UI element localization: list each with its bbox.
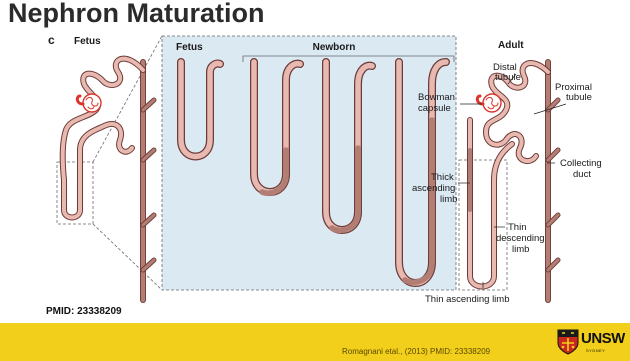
panel-letter: c <box>48 33 55 47</box>
label-fetus-left: Fetus <box>74 36 101 47</box>
label-collecting-duct-1: Collecting <box>560 158 602 169</box>
label-fetus-zoom: Fetus <box>176 42 203 53</box>
fetal-nephron-left <box>63 59 154 300</box>
label-thick-ascending-2: ascending <box>412 183 455 194</box>
logo-subtext: SYDNEY <box>586 348 605 353</box>
citation: Romagnani etal., (2013) PMID: 23338209 <box>342 347 490 356</box>
unsw-logo: UNSW SYDNEY <box>557 327 625 357</box>
label-adult: Adult <box>498 40 524 51</box>
adult-nephron <box>470 62 558 300</box>
label-bowman-capsule-2: capsule <box>418 103 451 114</box>
label-thin-descending-3: limb <box>512 244 529 255</box>
label-bowman-capsule-1: Bowman <box>418 92 455 103</box>
label-thin-ascending: Thin ascending limb <box>425 294 510 305</box>
nephron-diagram: c Fetus Fetus Newborn Adult Distal tubul… <box>0 0 630 323</box>
label-thin-descending-1: Thin <box>508 222 526 233</box>
label-newborn: Newborn <box>313 42 356 53</box>
label-thick-ascending-1: Thick <box>431 172 454 183</box>
label-proximal-tubule-2: tubule <box>566 92 592 103</box>
crest-icon <box>557 329 579 355</box>
label-thick-ascending-3: limb <box>440 194 457 205</box>
label-thin-descending-2: descending <box>496 233 545 244</box>
footer-bar <box>0 323 630 361</box>
label-collecting-duct-2: duct <box>573 169 591 180</box>
label-distal-tubule-2: tubule <box>495 72 521 83</box>
logo-text: UNSW <box>581 330 625 347</box>
pmid-label: PMID: 23338209 <box>46 306 122 317</box>
